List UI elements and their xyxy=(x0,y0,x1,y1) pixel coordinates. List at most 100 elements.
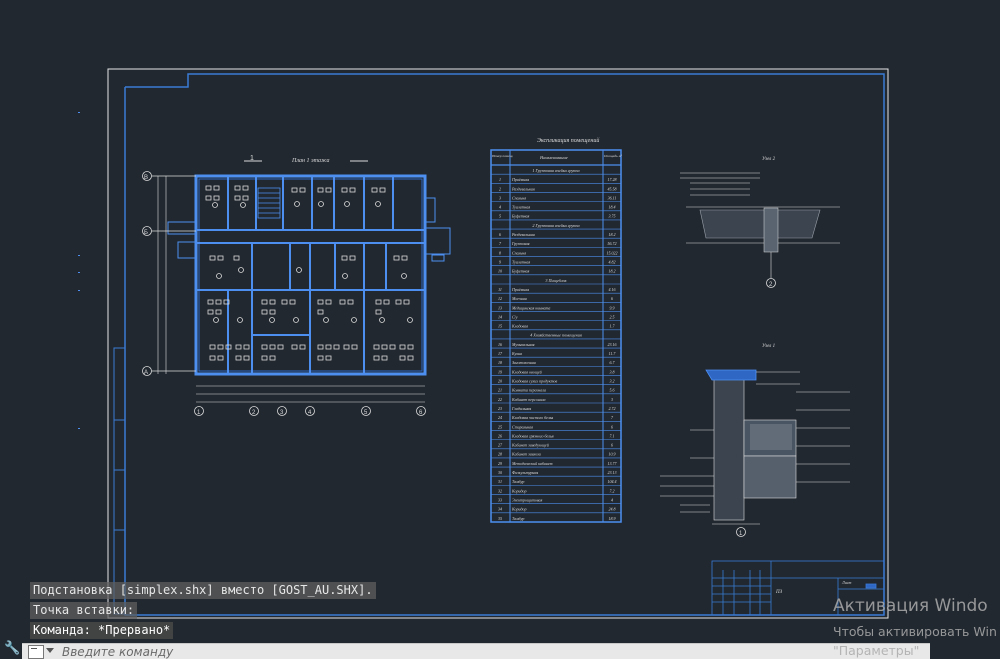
table-cell-name: Групповая xyxy=(511,241,530,246)
axis-col-6: 6 xyxy=(419,410,423,416)
furniture-table xyxy=(234,185,241,191)
table-cell-area: 6 xyxy=(611,296,613,301)
table-section-label: 1 Групповая ячейка группа xyxy=(532,168,579,173)
furniture-table xyxy=(317,344,324,350)
furniture-table xyxy=(299,187,306,193)
table-cell-number: 12 xyxy=(498,296,502,301)
furniture-table xyxy=(215,299,222,305)
room-number-marker xyxy=(379,317,385,323)
furniture-table xyxy=(325,355,332,361)
table-cell-name: Коридор xyxy=(511,488,527,493)
table-cell-number: 9 xyxy=(499,259,501,264)
furniture-table xyxy=(215,309,222,315)
table-cell-area: 24.8 xyxy=(609,507,616,512)
furniture-table xyxy=(269,355,276,361)
furniture-table xyxy=(375,309,382,315)
axis-col-4: 4 xyxy=(308,410,312,416)
table-cell-area: 18.2 xyxy=(609,232,616,237)
furniture-table xyxy=(261,309,268,315)
activation-watermark-title: Активация Windo xyxy=(833,596,988,616)
furniture-table xyxy=(209,255,216,261)
furniture-table xyxy=(389,344,396,350)
table-cell-name: Заготовочная xyxy=(512,360,536,365)
command-history-line: Точка вставки: xyxy=(30,602,138,619)
table-cell-name: Физкультурная xyxy=(512,470,538,475)
furniture-table xyxy=(269,309,276,315)
chevron-down-icon[interactable] xyxy=(46,648,54,653)
table-cell-area: 18.9 xyxy=(609,516,616,521)
table-cell-number: 5 xyxy=(499,214,501,219)
table-cell-name: Туалетная xyxy=(512,205,530,210)
table-cell-number: 18 xyxy=(498,360,502,365)
furniture-table xyxy=(371,187,378,193)
command-prompt-icon[interactable] xyxy=(28,645,44,659)
furniture-table xyxy=(373,344,380,350)
furniture-table xyxy=(383,299,390,305)
table-cell-name: Гладильная xyxy=(511,406,531,411)
furniture-table xyxy=(217,255,224,261)
furniture-table xyxy=(261,299,268,305)
table-cell-area: 7 xyxy=(611,415,614,420)
room-number-marker xyxy=(238,267,244,273)
furniture-table xyxy=(242,195,249,201)
table-cell-number: 20 xyxy=(498,378,502,383)
table-cell-area: 36.11 xyxy=(608,195,617,200)
node-1-detail: Узел 1 xyxy=(660,344,850,537)
node2-marker: 2 xyxy=(769,282,773,288)
table-header-area: Площадь м² xyxy=(603,154,623,158)
table-cell-area: 10.9 xyxy=(609,452,616,457)
furniture-table xyxy=(225,344,232,350)
table-cell-number: 4 xyxy=(499,205,501,210)
furniture-table xyxy=(343,344,350,350)
furniture-table xyxy=(347,299,354,305)
furniture-table xyxy=(395,299,402,305)
room-number-marker xyxy=(212,202,218,208)
table-cell-name: Кладовая чистого белья xyxy=(511,415,553,420)
room-number-marker xyxy=(237,317,243,323)
table-cell-area: 18.4 xyxy=(609,205,616,210)
furniture-table xyxy=(233,255,240,261)
furniture-table xyxy=(217,355,224,361)
table-header-name: Наименование xyxy=(539,155,568,160)
table-cell-area: 17.28 xyxy=(608,177,617,182)
room-number-marker xyxy=(351,317,357,323)
command-input[interactable] xyxy=(62,644,922,659)
axis-col-2: 2 xyxy=(252,410,256,416)
customize-wrench-icon[interactable]: 🔧 xyxy=(4,641,21,656)
furniture-table xyxy=(269,344,276,350)
furniture-table xyxy=(289,299,296,305)
table-cell-number: 10 xyxy=(498,269,502,274)
table-cell-name: Кладовая сухих продуктов xyxy=(511,378,557,383)
furniture-table xyxy=(261,355,268,361)
table-cell-number: 6 xyxy=(499,232,501,237)
table-section-label: 4 Хозяйственные помещения xyxy=(530,333,582,338)
title-block xyxy=(711,560,885,616)
room-number-marker xyxy=(401,273,407,279)
command-history-line: Подстановка [simplex.shx] вместо [GOST_A… xyxy=(30,582,376,599)
table-cell-number: 23 xyxy=(498,406,502,411)
axis-col-5: 5 xyxy=(364,410,368,416)
room-number-marker xyxy=(323,317,329,323)
table-cell-area: 3.2 xyxy=(610,378,615,383)
room-number-marker xyxy=(293,317,299,323)
table-cell-area: 3 xyxy=(611,397,613,402)
table-cell-number: 25 xyxy=(498,424,502,429)
table-cell-number: 17 xyxy=(498,351,503,356)
table-cell-area: 23.13 xyxy=(608,470,617,475)
table-cell-name: Буфетная xyxy=(511,269,530,274)
table-cell-area: 3.8 xyxy=(610,369,615,374)
table-cell-name: Кладовая грязного белья xyxy=(511,433,554,438)
furniture-table xyxy=(341,255,348,261)
table-cell-number: 31 xyxy=(498,479,502,484)
table-cell-number: 14 xyxy=(498,314,502,319)
table-cell-name: Кабинет персонала xyxy=(511,397,546,402)
room-number-marker xyxy=(342,273,348,279)
furniture-table xyxy=(234,195,241,201)
furniture-table xyxy=(291,344,298,350)
table-cell-number: 13 xyxy=(498,305,502,310)
table-cell-number: 19 xyxy=(498,369,502,374)
furniture-table xyxy=(223,299,230,305)
furniture-table xyxy=(379,187,386,193)
